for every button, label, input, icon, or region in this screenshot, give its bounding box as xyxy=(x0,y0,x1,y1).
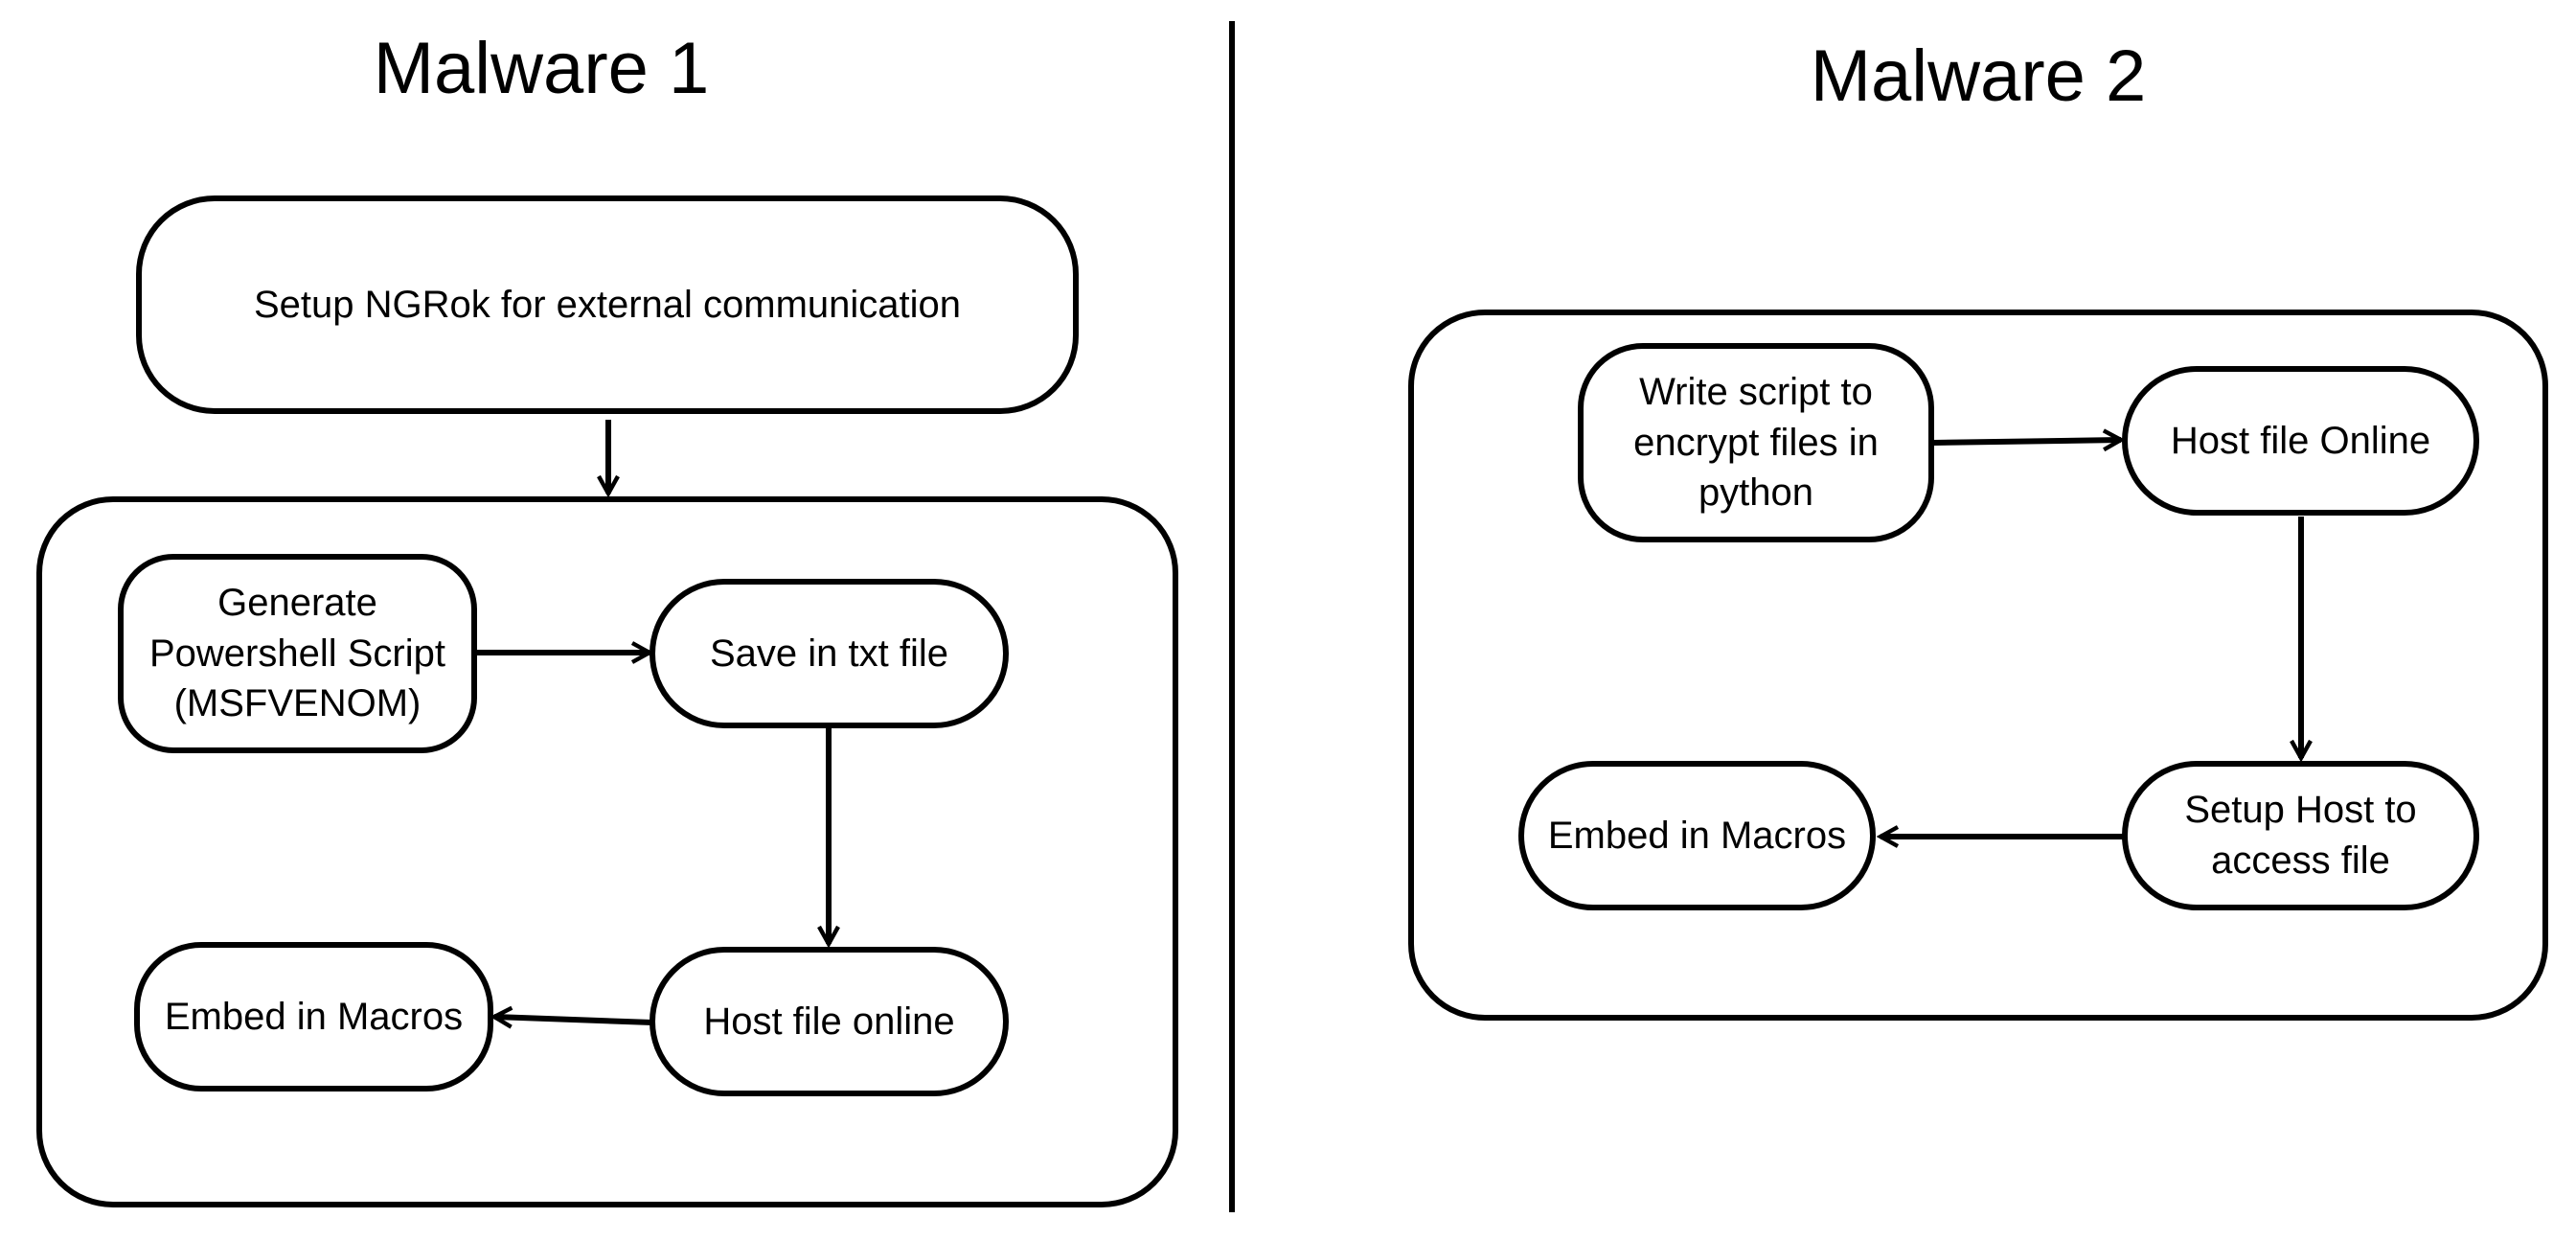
setup-host-label: Setup Host to access file xyxy=(2184,785,2416,886)
arrow-write-to-host xyxy=(1932,440,2121,443)
write-script-line-3: python xyxy=(1698,471,1814,515)
malware1-steps-group xyxy=(36,496,1178,1207)
save-txt-label: Save in txt file xyxy=(709,632,948,675)
malware2-title: Malware 2 xyxy=(1810,35,2147,117)
generate-script-label: Generate Powershell Script (MSFVENOM) xyxy=(149,578,445,729)
embed-macros-box-2: Embed in Macros xyxy=(1518,761,1876,910)
generate-script-line-3: (MSFVENOM) xyxy=(173,682,422,725)
generate-script-line-2: Powershell Script xyxy=(148,632,445,675)
malware2-steps-group xyxy=(1408,310,2548,1021)
arrow-host-to-embed xyxy=(494,1017,653,1023)
host-file-online-box: Host file online xyxy=(650,947,1009,1096)
ngrok-setup-box: Setup NGRok for external communication xyxy=(136,195,1079,414)
embed-macros-label-2: Embed in Macros xyxy=(1547,814,1847,857)
malware1-title: Malware 1 xyxy=(373,28,710,109)
host-file-online-label-2: Host file Online xyxy=(2170,419,2431,462)
host-file-online-label: Host file online xyxy=(703,1000,955,1043)
host-file-online-box-2: Host file Online xyxy=(2122,366,2479,516)
generate-script-line-1: Generate xyxy=(217,581,377,624)
write-script-box: Write script to encrypt files in python xyxy=(1578,343,1934,542)
embed-macros-box-1: Embed in Macros xyxy=(134,942,493,1092)
write-script-label: Write script to encrypt files in python xyxy=(1633,367,1879,518)
save-txt-box: Save in txt file xyxy=(650,579,1009,728)
setup-host-box: Setup Host to access file xyxy=(2122,761,2479,910)
write-script-line-2: encrypt files in xyxy=(1633,421,1879,464)
write-script-line-1: Write script to xyxy=(1639,370,1873,413)
embed-macros-label-1: Embed in Macros xyxy=(164,995,464,1038)
generate-script-box: Generate Powershell Script (MSFVENOM) xyxy=(118,554,477,753)
setup-host-line-2: access file xyxy=(2211,839,2390,882)
ngrok-setup-label: Setup NGRok for external communication xyxy=(253,283,962,326)
setup-host-line-1: Setup Host to xyxy=(2184,789,2417,832)
